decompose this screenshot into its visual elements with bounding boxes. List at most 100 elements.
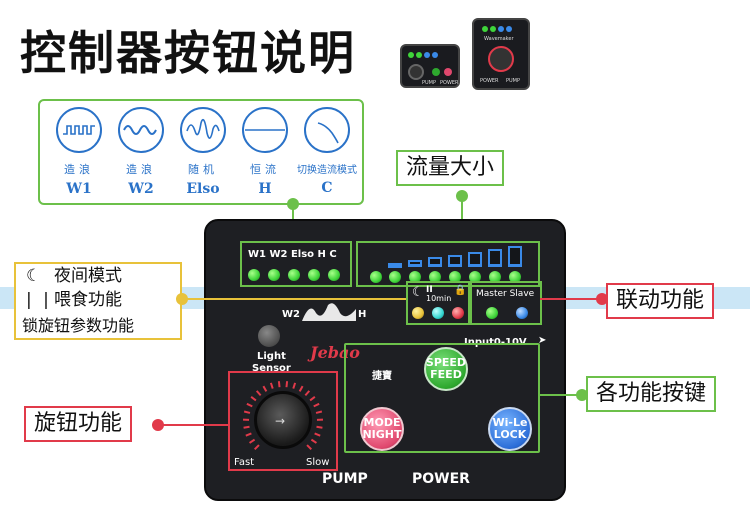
thumb-led (408, 52, 414, 58)
wave-mode-h: 恒流 H (236, 107, 294, 197)
night-feed-lock-group: ☾ II 🔒 10min (406, 281, 470, 325)
thumb-led (424, 52, 430, 58)
wave-mode-cn: 恒流 (250, 163, 280, 176)
wave-mode-code: H (258, 181, 272, 197)
thumb-knob-icon (408, 64, 424, 80)
wile-lock-button[interactable]: Wi-Le LOCK (488, 407, 532, 451)
cycle-mode-icon (304, 107, 350, 153)
page-title: 控制器按钮说明 (20, 26, 356, 80)
function-buttons-group (344, 343, 540, 453)
flow-led (449, 271, 461, 283)
pause-icon: | | (26, 290, 52, 310)
thumb-knob-icon (488, 46, 514, 72)
flow-bar (428, 257, 442, 267)
wave-mode-elso: 随机 Elso (174, 107, 232, 197)
flow-bar (448, 255, 462, 267)
feed-led (432, 307, 444, 319)
controller-panel: W1 W2 Elso H C W2 H ☾ II 🔒 10min (204, 219, 566, 501)
power-label: POWER (412, 471, 470, 487)
night-led (412, 307, 424, 319)
flow-bar (408, 260, 422, 267)
h-label: H (358, 309, 367, 320)
callout-buttons: 各功能按键 (586, 376, 717, 412)
thumb-button (432, 68, 440, 76)
thumb-power-label: POWER (480, 78, 499, 84)
feed-text: 喂食功能 (54, 290, 122, 310)
brand-logo: Jebao (310, 343, 360, 362)
wave-mode-c: 切换造流模式 C (292, 107, 362, 196)
speed-knob[interactable]: → (254, 391, 312, 449)
moon-icon: ☾ (412, 285, 424, 300)
mode-led-group: W1 W2 Elso H C (240, 241, 352, 287)
brand-cn: 捷寶 (372, 371, 392, 382)
night-text: 夜间模式 (54, 266, 122, 286)
flow-led (389, 271, 401, 283)
mode-led-w1 (248, 269, 260, 281)
callout-night-feed-lock: ☾ 夜间模式 | | 喂食功能 锁旋钮参数功能 (14, 262, 182, 340)
knob-arrow-icon: → (275, 414, 286, 428)
thumb-power-label: POWER (440, 80, 459, 86)
mode-led-labels: W1 W2 Elso H C (248, 249, 337, 260)
mode-led-elso (288, 269, 300, 281)
callout-knob: 旋钮功能 (24, 406, 133, 442)
controller-thumbnail-small[interactable]: PUMP POWER (400, 44, 460, 88)
square-wave-icon (56, 107, 102, 153)
night-connector-dot (176, 293, 188, 305)
wave-mode-code: W2 (128, 181, 154, 197)
mode-led-w2 (268, 269, 280, 281)
lock-text: 锁旋钮参数功能 (22, 316, 135, 335)
wave-mode-code: W1 (66, 181, 92, 197)
wave-mode-cn: 造浪 (126, 163, 156, 176)
flow-led (489, 271, 501, 283)
wave-mode-cn: 随机 (188, 163, 218, 176)
thumb-pump-label: PUMP (506, 78, 521, 84)
wave-mode-code: Elso (186, 181, 220, 197)
flow-level-group (356, 241, 540, 287)
lock-icon: 🔒 (454, 285, 467, 296)
thumb-pump-label: PUMP (422, 80, 437, 86)
thumb-brand: Wavemaker (484, 36, 514, 42)
fast-label: Fast (234, 457, 255, 468)
callout-link: 联动功能 (606, 283, 715, 319)
flow-led (409, 271, 421, 283)
thumb-led (490, 26, 496, 32)
thumb-led (482, 26, 488, 32)
arrow-right-icon: ➤ (538, 335, 547, 346)
flow-bar (468, 252, 482, 267)
input-label: Input0-10V (464, 337, 527, 348)
w2-label: W2 (282, 309, 300, 320)
light-sensor (258, 325, 280, 347)
flow-bar (508, 246, 522, 267)
flow-led (370, 271, 382, 283)
wave-mode-cn: 切换造流模式 (297, 165, 357, 176)
moon-icon: ☾ (26, 266, 42, 286)
thumb-led (498, 26, 504, 32)
wave-mode-w1: 造浪 W1 (50, 107, 108, 197)
master-slave-label: Master Slave (476, 289, 535, 299)
lock-led (452, 307, 464, 319)
flow-bar (388, 263, 402, 268)
thumb-led (416, 52, 422, 58)
speed-feed-button[interactable]: SPEED FEED (424, 347, 468, 391)
knob-tick (242, 418, 250, 421)
wave-mode-code: C (321, 180, 333, 196)
wave-strip-icon (302, 303, 356, 321)
thumb-led (506, 26, 512, 32)
master-led (486, 307, 498, 319)
mode-led-h (308, 269, 320, 281)
wave-mode-cn: 造浪 (64, 163, 94, 176)
buttons-connector-dot (576, 389, 588, 401)
link-connector-dot (596, 293, 608, 305)
light-sensor-label: Light Sensor (252, 351, 291, 374)
knob-tick (316, 418, 324, 421)
callout-flow: 流量大小 (396, 150, 505, 186)
night-connector-line (186, 298, 406, 300)
mode-night-button[interactable]: MODE NIGHT (360, 407, 404, 451)
controller-thumbnail-large[interactable]: Wavemaker POWER PUMP (472, 18, 530, 90)
flow-bar (488, 249, 502, 267)
sine-wave-icon (118, 107, 164, 153)
pump-label: PUMP (322, 471, 368, 487)
flow-led (429, 271, 441, 283)
knob-connector-line (162, 424, 228, 426)
knob-group (228, 371, 338, 471)
